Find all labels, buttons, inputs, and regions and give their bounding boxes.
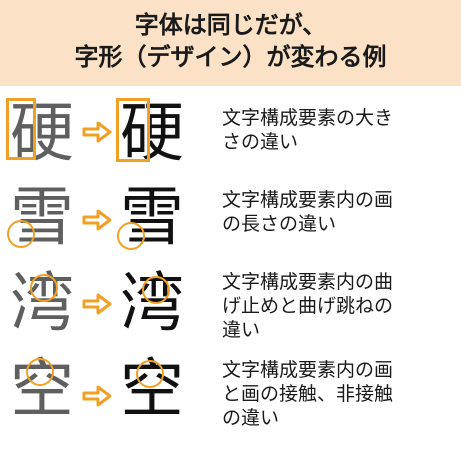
highlight-rect-icon [6,98,36,160]
highlight-circle-icon [142,276,170,304]
right-arrow-icon [82,121,112,143]
kanji-after: 硬 [120,97,184,171]
example-row-size: 硬 硬 文字構成要素の大き さの違い [0,92,461,182]
description: 文字構成要素の大き さの違い [222,107,394,153]
description: 文字構成要素内の曲 げ止めと曲げ跳ねの 違い [222,271,394,341]
right-arrow-icon [82,209,112,231]
highlight-circle-icon [7,220,35,248]
right-arrow-icon [82,293,112,315]
example-row-length: 雪 雪 文字構成要素内の画 の長さの違い [0,178,461,268]
description: 文字構成要素内の画 と画の接触、非接触 の違い [222,359,394,429]
title-line-1: 字体は同じだが、 [134,11,327,39]
right-arrow-icon [82,385,112,407]
example-row-contact: 空 空 文字構成要素内の画 と画の接触、非接触 の違い [0,350,461,440]
highlight-circle-icon [30,274,58,302]
highlight-rect-icon [116,98,150,162]
highlight-circle-icon [26,358,54,386]
example-row-hook: 湾 湾 文字構成要素内の曲 げ止めと曲げ跳ねの 違い [0,262,461,352]
title-line-2: 字形（デザイン）が変わる例 [74,43,387,71]
highlight-circle-icon [117,222,145,250]
highlight-circle-icon [136,360,164,388]
description: 文字構成要素内の画 の長さの違い [222,189,394,235]
title-banner: 字体は同じだが、 字形（デザイン）が変わる例 [0,0,461,86]
